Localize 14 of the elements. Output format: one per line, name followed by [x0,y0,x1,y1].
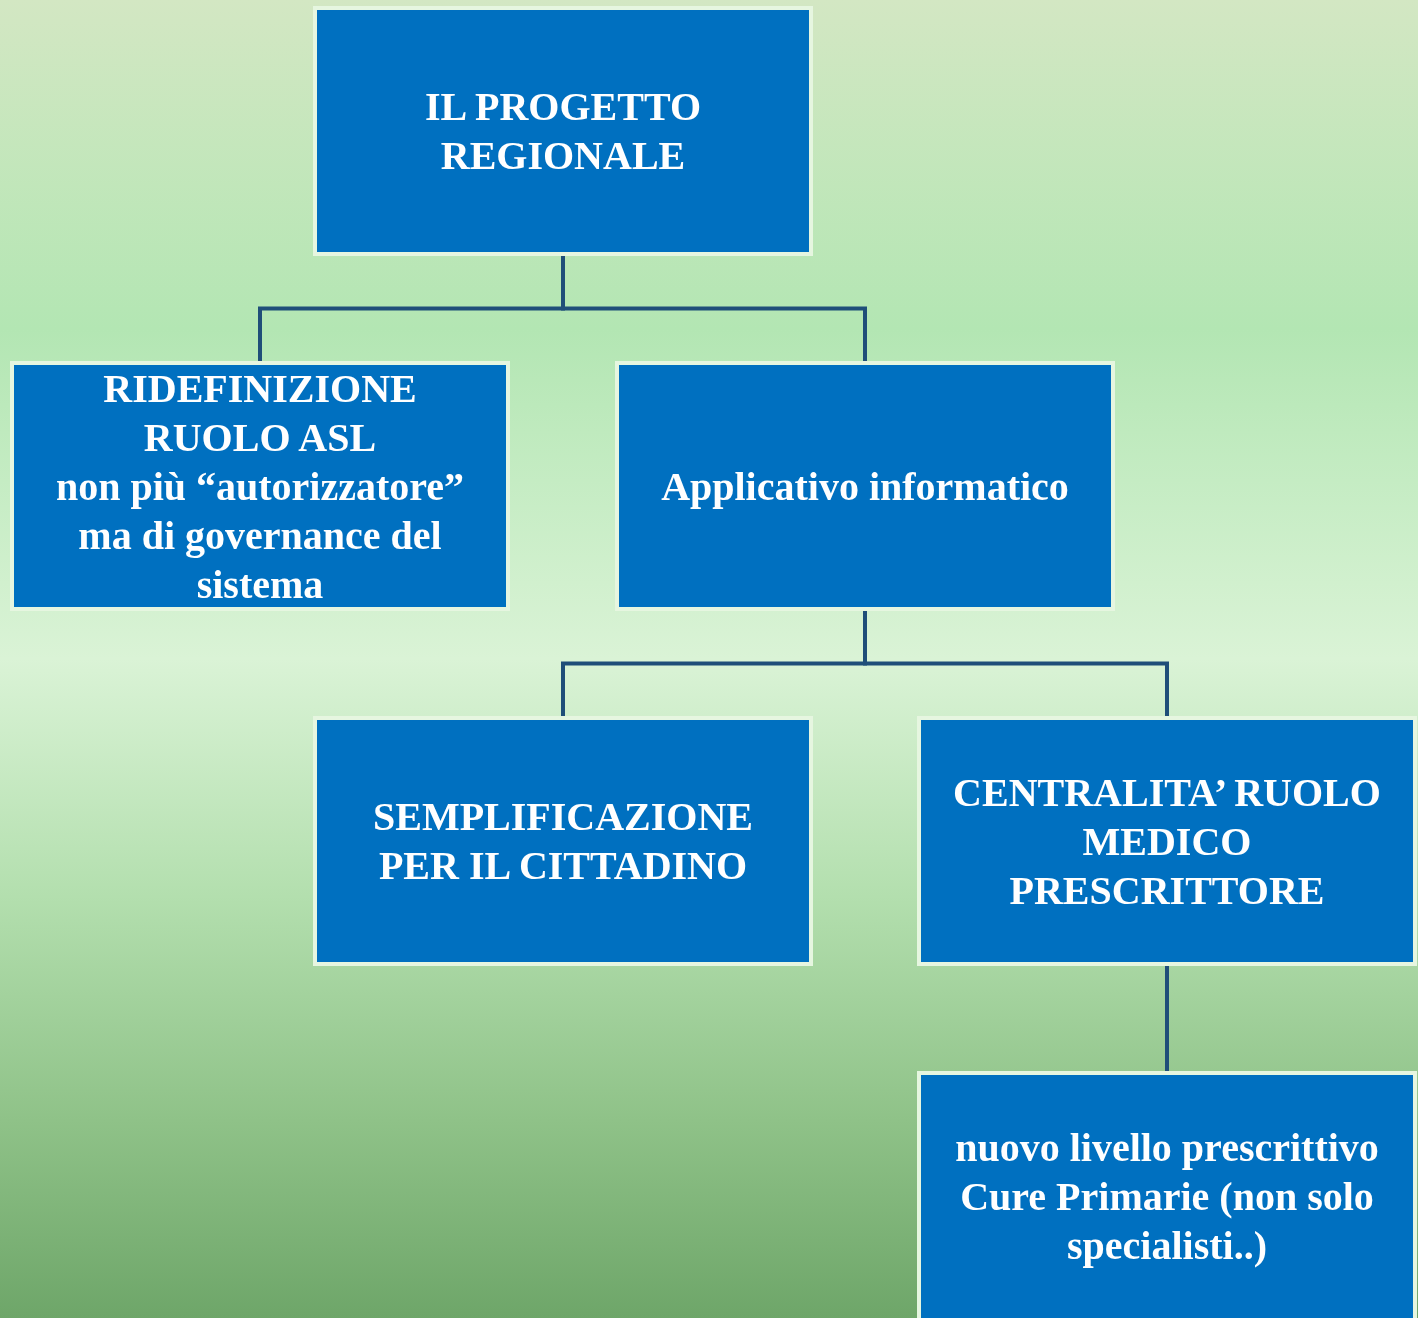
prescription-box [917,1071,1417,1318]
box-text: non più “autorizzatore” ma di governance del sistema [54,462,466,609]
box-heading: Applicativo informatico [661,462,1069,511]
title-box [313,6,813,256]
software-box [615,361,1115,611]
box-heading: SEMPLIFICAZIONE PER IL CITTADINO [371,793,755,890]
box-heading: nuovo livello prescrittivo Cure Primarie (non solo specialisti..) [954,1124,1380,1270]
connector-line [1165,964,1169,1073]
centrality-box [917,716,1417,966]
simplification-box [313,716,813,966]
box-heading: CENTRALITA’ RUOLO MEDICO PRESCRITTORE [952,768,1382,915]
box-heading: IL PROGETTO REGIONALE [424,83,702,180]
box-heading: RIDEFINIZIONE RUOLO ASL [102,364,418,462]
role-box [10,361,510,611]
